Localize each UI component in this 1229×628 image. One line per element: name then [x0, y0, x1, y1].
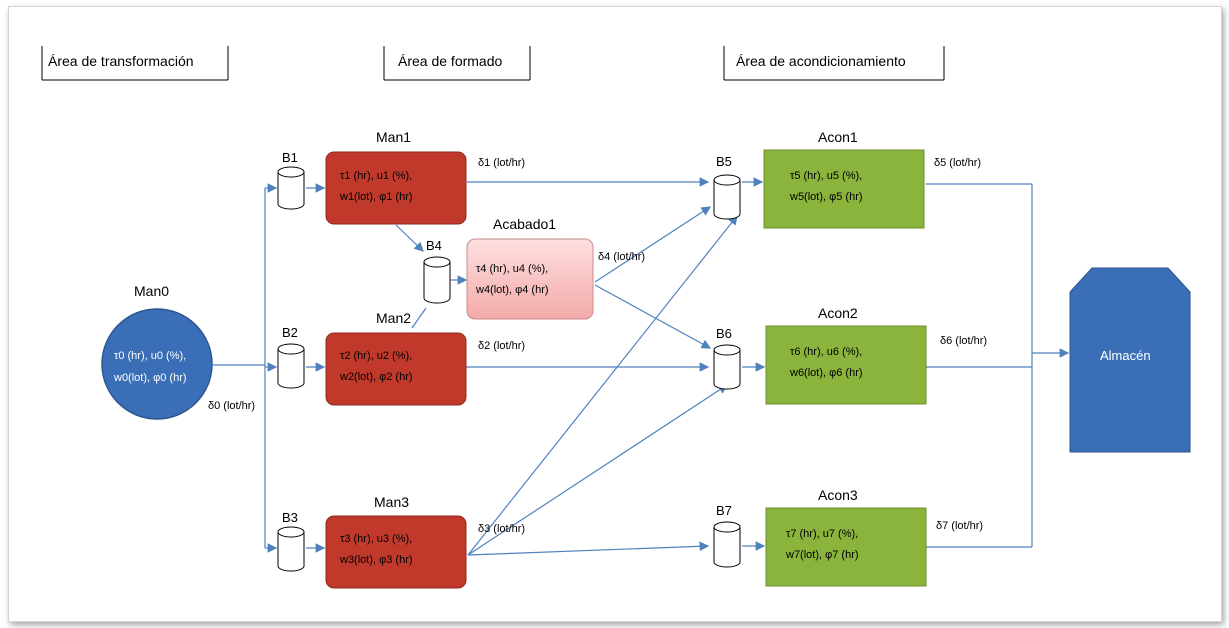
area-label-acondicionamiento: Área de acondicionamiento: [723, 46, 945, 81]
cylinder-icon: [277, 172, 305, 210]
diagram-frame: [8, 6, 1222, 622]
node-params-line2: w2(lot), φ2 (hr): [339, 371, 413, 383]
node-shape: [101, 308, 213, 420]
node-params-line1: τ4 (hr), u4 (%),: [476, 263, 548, 275]
node-title: Man2: [376, 310, 411, 326]
area-title: Área de formado: [398, 53, 502, 69]
node-acon3: Acon3 τ7 (hr), u7 (%), w7(lot), φ7 (hr): [765, 487, 927, 587]
buffer-b6: B6: [713, 326, 741, 390]
rate-label-d1: δ1 (lot/hr): [478, 157, 525, 169]
rate-label-d5: δ5 (lot/hr): [934, 157, 981, 169]
buffer-label: B2: [282, 325, 298, 340]
node-title: Man1: [376, 129, 411, 145]
edge-man3-b7: [467, 541, 710, 556]
node-params-line1: τ6 (hr), u6 (%),: [790, 346, 862, 358]
rate-label-d2: δ2 (lot/hr): [478, 340, 525, 352]
node-title: Almacén: [1100, 348, 1151, 363]
buffer-b2: B2: [277, 325, 305, 389]
area-label-formado: Área de formado: [383, 46, 531, 81]
cylinder-icon: [423, 262, 451, 304]
edge-man1-b4: [395, 224, 424, 252]
node-man2: Man2 τ2 (hr), u2 (%), w2(lot), φ2 (hr): [325, 310, 467, 406]
cylinder-icon: [713, 527, 741, 568]
cylinder-icon: [277, 349, 305, 389]
buffer-label: B1: [282, 150, 298, 165]
node-title: Acon2: [818, 305, 858, 321]
buffer-label: B7: [716, 503, 732, 518]
node-acon1: Acon1 τ5 (hr), u5 (%), w5(lot), φ5 (hr): [763, 129, 925, 229]
node-params-line1: τ7 (hr), u7 (%),: [786, 528, 858, 540]
node-almacen: Almacén: [1069, 267, 1191, 453]
edge-acabado-b5: [594, 206, 712, 283]
buffer-b5: B5: [713, 154, 741, 220]
node-title: Man3: [374, 494, 409, 510]
buffer-label: B4: [426, 238, 442, 253]
buffer-b7: B7: [713, 503, 741, 568]
node-params-line2: w5(lot), φ5 (hr): [789, 191, 863, 203]
rate-label-d3: δ3 (lot/hr): [478, 523, 525, 535]
node-params-line2: w6(lot), φ6 (hr): [789, 367, 863, 379]
buffer-b1: B1: [277, 150, 305, 210]
node-shape: [325, 151, 467, 225]
rate-label-d7: δ7 (lot/hr): [936, 520, 983, 532]
area-title: Área de transformación: [48, 53, 194, 69]
node-shape: [325, 515, 467, 589]
rate-label-d6: δ6 (lot/hr): [940, 335, 987, 347]
buffer-label: B5: [716, 154, 732, 169]
cylinder-icon: [277, 532, 305, 572]
node-title: Man0: [134, 283, 169, 299]
buffer-b3: B3: [277, 510, 305, 572]
rate-label-d4: δ4 (lot/hr): [598, 251, 645, 263]
edge-man3-b5: [467, 215, 738, 556]
node-params-line1: τ5 (hr), u5 (%),: [790, 170, 862, 182]
node-shape: [763, 149, 925, 229]
node-man1: Man1 τ1 (hr), u1 (%), w1(lot), φ1 (hr): [325, 129, 467, 225]
node-params-line1: τ2 (hr), u2 (%),: [340, 350, 412, 362]
node-params-line2: w0(lot), φ0 (hr): [113, 372, 187, 384]
node-man0: Man0 τ0 (hr), u0 (%), w0(lot), φ0 (hr): [101, 283, 213, 420]
buffer-b4: B4: [423, 238, 451, 304]
node-params-line1: τ3 (hr), u3 (%),: [340, 533, 412, 545]
buffer-label: B6: [716, 326, 732, 341]
node-title: Acabado1: [493, 216, 556, 232]
node-title: Acon1: [818, 129, 858, 145]
edge-acabado-b6: [594, 284, 712, 349]
node-man3: Man3 τ3 (hr), u3 (%), w3(lot), φ3 (hr): [325, 494, 467, 589]
node-shape: [765, 325, 927, 405]
edge-man2-b4: [411, 307, 427, 329]
area-label-transformacion: Área de transformación: [41, 46, 229, 81]
node-shape: [1069, 267, 1191, 453]
area-title: Área de acondicionamiento: [736, 53, 906, 69]
node-shape: [765, 507, 927, 587]
edge-man3-b6: [467, 384, 729, 556]
node-params-line2: w7(lot), φ7 (hr): [785, 549, 859, 561]
cylinder-icon: [713, 180, 741, 220]
rate-label-d0: δ0 (lot/hr): [208, 400, 255, 412]
node-params-line1: τ1 (hr), u1 (%),: [340, 170, 412, 182]
node-shape: [466, 238, 594, 320]
edges: [213, 177, 1070, 556]
node-shape: [325, 332, 467, 406]
node-title: Acon3: [818, 487, 858, 503]
node-params-line2: w4(lot), φ4 (hr): [475, 284, 549, 296]
node-acon2: Acon2 τ6 (hr), u6 (%), w6(lot), φ6 (hr): [765, 305, 927, 405]
buffer-label: B3: [282, 510, 298, 525]
node-acabado1: Acabado1 τ4 (hr), u4 (%), w4(lot), φ4 (h…: [466, 216, 594, 320]
node-params-line2: w1(lot), φ1 (hr): [339, 191, 413, 203]
cylinder-icon: [713, 350, 741, 390]
node-params-line2: w3(lot), φ3 (hr): [339, 554, 413, 566]
node-params-line1: τ0 (hr), u0 (%),: [114, 350, 186, 362]
